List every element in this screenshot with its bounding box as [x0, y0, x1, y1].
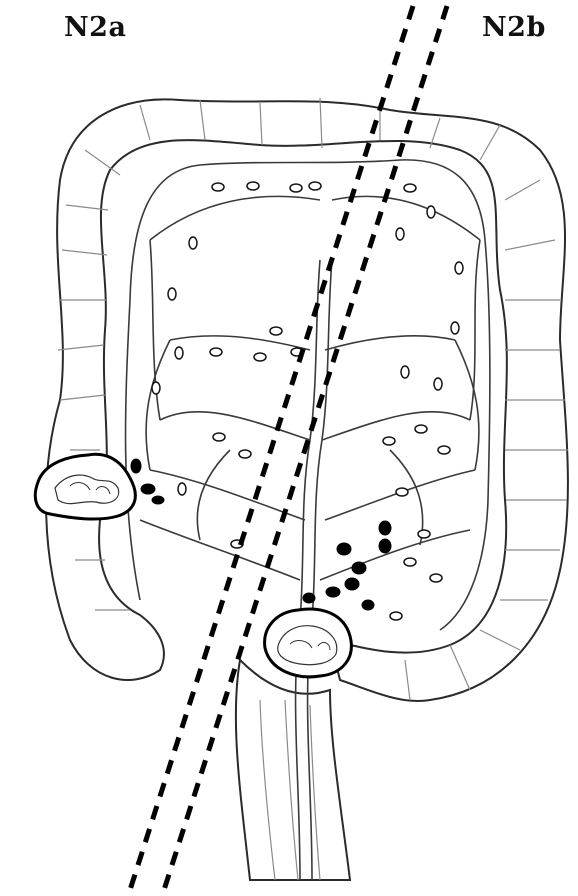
lymph-nodes-negative — [152, 182, 463, 620]
label-n2a: N2a — [64, 14, 126, 41]
rectum — [236, 660, 350, 880]
sigmoid-colon-tumor — [265, 609, 352, 677]
label-n2b: N2b — [482, 14, 546, 41]
